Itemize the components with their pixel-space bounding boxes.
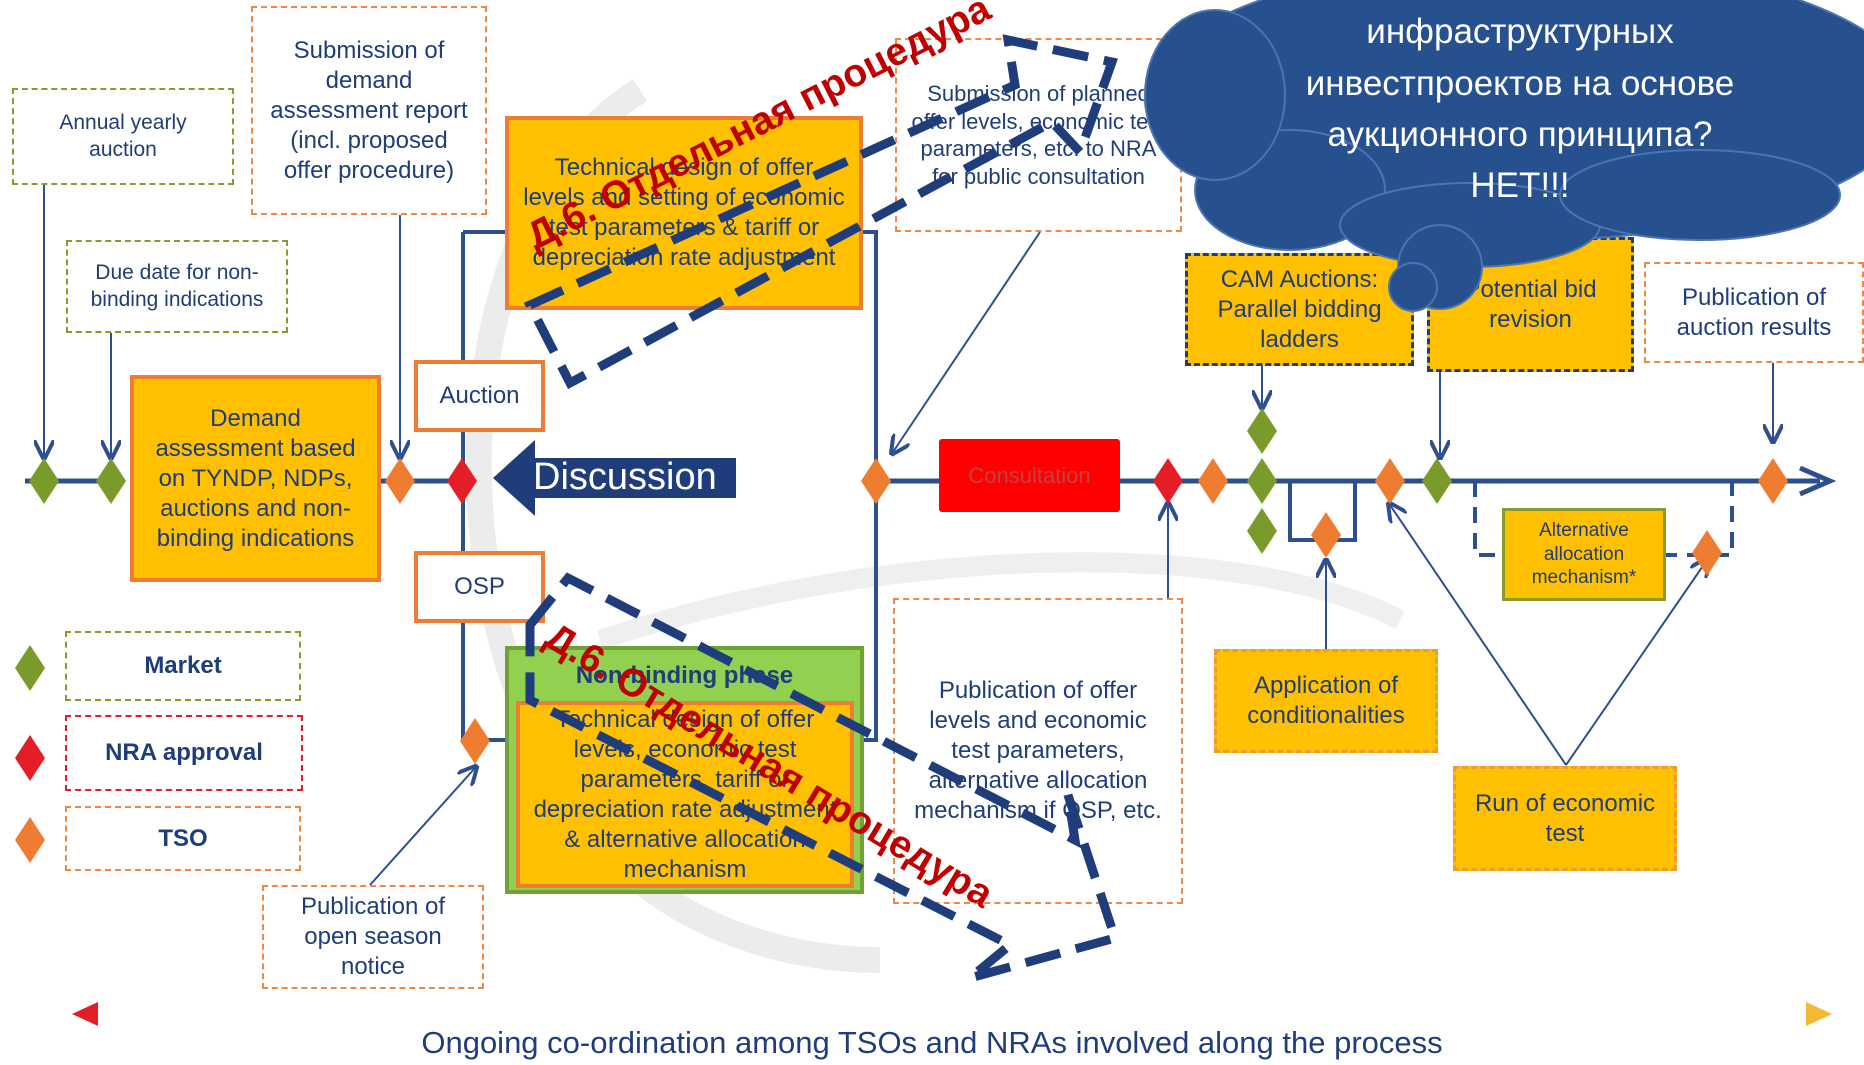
annual-auction-box: Annual yearly auction xyxy=(12,88,234,185)
cloud-text-line-3: аукционного принципа? xyxy=(1327,115,1713,154)
legend-nra-diamond xyxy=(15,735,45,781)
market-diamond xyxy=(1422,458,1452,504)
market-diamond xyxy=(1247,508,1277,554)
coordination-arrow-right xyxy=(1806,1002,1832,1026)
run-economic-test-box: Run of economic test xyxy=(1453,766,1677,871)
timeline-arrowhead xyxy=(1799,465,1837,497)
cloud-text-line-1: инфраструктурных xyxy=(1366,12,1674,51)
legend-market-diamond xyxy=(15,645,45,691)
osp-box: OSP xyxy=(414,551,545,623)
nra-diamond xyxy=(1153,458,1183,504)
tso-diamond xyxy=(1198,458,1228,504)
tso-diamond xyxy=(460,718,490,764)
discussion-label: Discussion xyxy=(533,456,717,499)
market-diamond xyxy=(1247,458,1277,504)
alternative-allocation-box: Alternative allocation mechanism* xyxy=(1502,508,1666,601)
cam-auctions-box: CAM Auctions: Parallel bidding ladders xyxy=(1185,253,1414,366)
tso-diamond xyxy=(1375,458,1405,504)
tso-diamond xyxy=(1692,530,1722,576)
tso-diamond xyxy=(385,458,415,504)
cloud-text-line-2: инвестпроектов на основе xyxy=(1305,64,1735,103)
market-diamond xyxy=(29,458,59,504)
application-conditionalities-box: Application of conditionalities xyxy=(1214,649,1438,753)
coordination-arrow-left xyxy=(72,1002,98,1026)
discussion-arrow xyxy=(493,440,736,516)
due-date-box: Due date for non-binding indications xyxy=(66,240,288,333)
submission-demand-box: Submission of demand assessment report (… xyxy=(251,6,487,215)
diamonds xyxy=(29,408,1788,764)
publication-open-season-box: Publication of open season notice xyxy=(262,885,484,989)
market-diamond xyxy=(1247,408,1277,454)
demand-assessment-box: Demand assessment based on TYNDP, NDPs, … xyxy=(130,375,381,582)
market-diamond xyxy=(96,458,126,504)
auction-box: Auction xyxy=(414,360,545,432)
legend-market: Market xyxy=(65,631,301,701)
tso-diamond xyxy=(1311,512,1341,558)
coordination-caption: Ongoing co-ordination among TSOs and NRA… xyxy=(421,1025,1443,1060)
legend-tso-diamond xyxy=(15,817,45,863)
publication-results-box: Publication of auction results xyxy=(1644,262,1864,363)
tso-diamond xyxy=(861,458,891,504)
tso-diamond xyxy=(1758,458,1788,504)
legend-nra-approval: NRA approval xyxy=(65,715,303,791)
cloud-text-line-4: НЕТ!!! xyxy=(1470,166,1570,205)
nra-diamond xyxy=(447,458,477,504)
consultation-box: Consultation xyxy=(939,439,1120,512)
alt-bracket xyxy=(1473,481,1734,557)
legend-tso: TSO xyxy=(65,806,301,871)
